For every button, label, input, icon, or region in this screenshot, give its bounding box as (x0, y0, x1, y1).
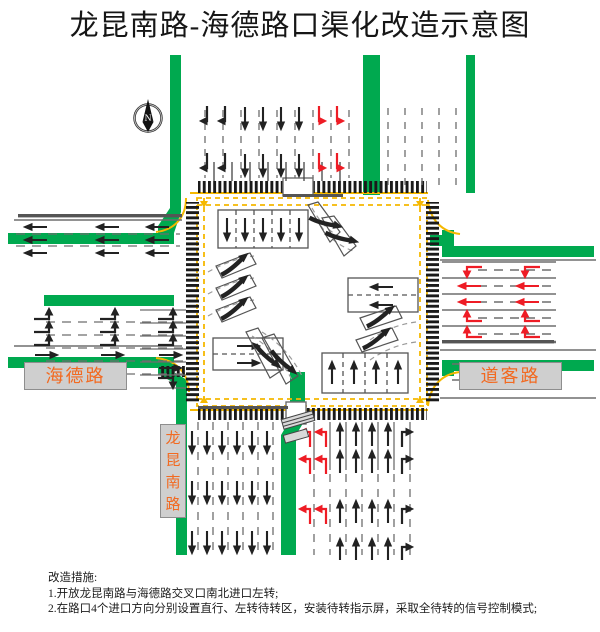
east-left-turn-guide-arrows (355, 306, 417, 361)
north-arrow-row-lower (198, 151, 304, 179)
north-left-turn-guide-arrows (307, 201, 358, 257)
road-label-south-char-3: 南 (165, 475, 181, 491)
south-approach-group (297, 421, 415, 560)
road-label-west: 海德路 (24, 362, 127, 390)
road-label-south-char-4: 路 (165, 497, 181, 513)
median-corner-se (442, 360, 454, 376)
south-left-turn-arrows-row3 (297, 504, 328, 526)
north-exit-group (387, 108, 457, 190)
south-left-turn-guide-arrows (245, 327, 303, 385)
south-arrows-row3 (335, 498, 415, 526)
waiting-area-corner-markers (200, 201, 424, 403)
marker-sw (200, 396, 208, 403)
notes-heading: 改造措施: (48, 572, 98, 584)
intersection-diagram: N (8, 55, 596, 560)
red-left-arrow (313, 454, 328, 476)
waiting-area-outline-main (196, 197, 428, 407)
south-crosswalk-right (305, 408, 427, 420)
red-right-arrow (520, 265, 542, 280)
marker-nw (200, 201, 208, 208)
stop-bar-group (18, 194, 554, 409)
red-left-arrow (317, 104, 328, 126)
marker-se (416, 396, 424, 403)
north-straight-waiting-area (217, 209, 309, 249)
west-left-turn-guide-arrows (207, 253, 257, 323)
red-right-arrow (462, 265, 484, 280)
road-label-east: 道客路 (459, 362, 562, 390)
red-left-arrow (297, 504, 312, 526)
stopbar-north (283, 194, 343, 197)
signal-head-group (30, 376, 316, 444)
west-exit-arrows (22, 222, 171, 258)
red-left-arrow (313, 504, 328, 526)
east-approach-group (442, 261, 556, 344)
stopbar-south (198, 406, 288, 409)
waiting-area-boundary-group (196, 197, 428, 407)
stopbar-east (442, 340, 554, 344)
curb-nw (155, 197, 187, 233)
road-label-south-char-1: 龙 (165, 431, 181, 447)
north-approach-group (198, 104, 350, 181)
median-south-center (281, 372, 305, 555)
median-west-north-verge (8, 233, 174, 244)
median-west-center (44, 295, 174, 306)
improvement-measures-notes: 改造措施: 1.开放龙昆南路与海德路交叉口南北进口左转; 2.在路口4个进口方向… (48, 571, 600, 618)
west-exit-group (16, 222, 180, 258)
south-exit-group (187, 422, 274, 556)
green-median-group (8, 55, 594, 555)
road-label-south: 龙 昆 南 路 (160, 424, 186, 518)
red-left-arrow (520, 308, 542, 323)
north-crosswalk-right (312, 181, 427, 193)
south-straight-waiting-area (321, 352, 409, 394)
north-arrow-icon: N (133, 99, 163, 133)
marker-ne (416, 201, 424, 208)
south-exit-arrows (187, 429, 272, 556)
north-arrow-row-upper (198, 104, 304, 132)
red-straight-arrow (456, 281, 483, 291)
red-left-arrow (297, 454, 312, 476)
red-straight-arrow (514, 297, 541, 307)
compass-label: N (145, 114, 152, 124)
south-arrows-row2 (335, 448, 415, 476)
red-left-arrow (313, 427, 328, 449)
red-left-arrow (462, 324, 484, 339)
east-crosswalk (426, 202, 439, 402)
road-label-south-char-2: 昆 (165, 453, 181, 469)
median-north-east-verge (466, 55, 475, 193)
red-left-arrow (462, 308, 484, 323)
north-crosswalk-left (198, 181, 283, 193)
red-left-arrow (335, 104, 346, 126)
south-left-turn-arrows-row2 (297, 454, 328, 476)
refuge-north (282, 177, 314, 197)
page-title: 龙昆南路-海德路口渠化改造示意图 (69, 10, 531, 42)
south-arrows-row1 (335, 421, 415, 449)
west-crosswalk (186, 202, 199, 402)
south-crosswalk-left (198, 408, 288, 420)
stopbar-west (18, 214, 182, 218)
red-straight-arrow (514, 281, 541, 291)
crosswalk-group (160, 181, 439, 420)
median-east-north-verge (442, 246, 594, 257)
median-north-west-verge (170, 55, 181, 201)
notes-item-2: 2.在路口4个进口方向分别设置直行、左转待转区，安装待转指示屏，采取全待转的信号… (48, 603, 538, 616)
red-straight-arrow (456, 297, 483, 307)
south-arrows-row4 (335, 536, 415, 560)
notes-item-1: 1.开放龙昆南路与海德路交叉口南北进口左转; (48, 587, 279, 600)
east-straight-waiting-area (347, 277, 419, 313)
signal-screen-south-2 (282, 428, 310, 444)
sw-corner-crosswalk (160, 366, 185, 377)
red-left-arrow (520, 324, 542, 339)
west-approach-group (32, 306, 186, 391)
